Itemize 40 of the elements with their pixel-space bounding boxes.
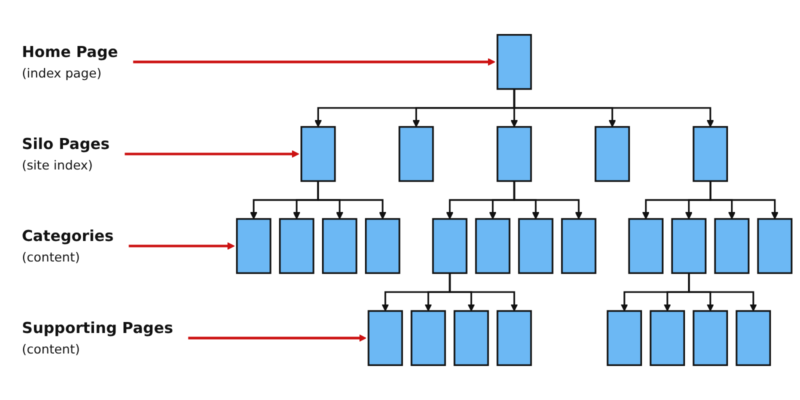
node-box [496,34,532,90]
node-box [561,218,596,274]
node-box [410,310,446,366]
node-box [365,218,400,274]
node-box [736,310,771,366]
node-box [594,126,630,182]
node-box [322,218,358,274]
arrow [124,150,300,158]
arrow [128,242,235,250]
arrow [513,89,714,128]
arrow [710,181,778,220]
node-box [606,310,642,366]
node-text: Silo Pages (site index) [22,136,110,173]
node-box [518,218,554,274]
node-box [757,218,792,274]
node-box [279,218,314,274]
node-text: Home Page (index page) [22,44,118,81]
node-box [475,218,510,274]
node-box [300,126,336,182]
arrow [317,181,386,220]
arrow [513,181,582,220]
arrow [188,334,366,342]
node-box [454,310,489,366]
node-box [236,218,272,274]
arrow [448,273,518,312]
node-box [671,218,706,274]
arrow [133,58,496,66]
node-box [628,218,664,274]
node-box [496,126,532,182]
node-box [692,126,728,182]
arrow [688,273,758,312]
node-box [496,310,532,366]
node-box [432,218,468,274]
node-box [714,218,750,274]
node-box [650,310,685,366]
node-text: Supporting Pages (content) [22,320,174,357]
node-box [398,126,434,182]
node-box [368,310,403,366]
node-text: Categories (content) [22,228,114,265]
node-box [692,310,728,366]
